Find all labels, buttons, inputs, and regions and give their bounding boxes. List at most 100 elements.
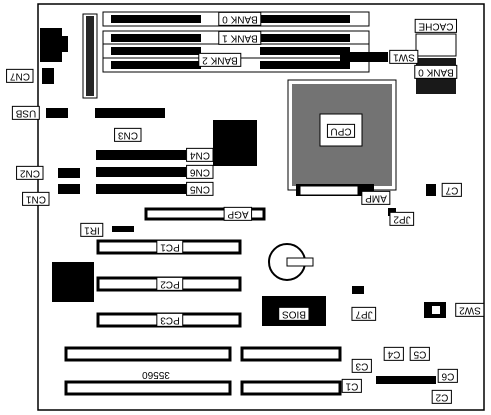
label-bank0_cache: BANK 0 bbox=[414, 64, 458, 79]
jp7-jumper bbox=[352, 286, 364, 294]
label-c3: C3 bbox=[351, 358, 372, 373]
label-text-cn4: CN4 bbox=[190, 149, 210, 160]
label-text-usb: USB bbox=[15, 107, 36, 118]
label-box-c2 bbox=[431, 389, 452, 404]
isa-slot-2 bbox=[240, 346, 342, 362]
label-usb: USB bbox=[11, 105, 40, 120]
label-text-bank2: BANK 2 bbox=[202, 54, 238, 65]
label-bank2: BANK 2 bbox=[198, 52, 242, 67]
label-text-cn2: CN2 bbox=[20, 167, 40, 178]
label-box-cn1 bbox=[22, 191, 50, 206]
sw2-knob bbox=[432, 306, 440, 314]
label-ir1: IR1 bbox=[80, 222, 104, 237]
label-text-cn1: CN1 bbox=[26, 193, 46, 204]
label-pc2: PC2 bbox=[156, 276, 184, 291]
label-c4: C4 bbox=[383, 346, 404, 361]
label-text-cache: CACHE bbox=[418, 20, 453, 31]
label-text-sw2: SW2 bbox=[459, 304, 481, 315]
label-box-cpu bbox=[326, 123, 356, 138]
label-text-c3: C3 bbox=[355, 360, 368, 371]
label-bios: BIOS bbox=[278, 306, 310, 321]
label-text-bank0_cache: BANK 0 bbox=[418, 66, 454, 77]
label-c7: C7 bbox=[441, 182, 462, 197]
label-c6: C6 bbox=[437, 368, 458, 383]
label-text-c5: C5 bbox=[413, 348, 426, 359]
label-text-amp: AMP bbox=[365, 192, 387, 203]
label-text-agp: AGP bbox=[227, 208, 248, 219]
cn6-header bbox=[96, 167, 186, 177]
label-box-jp7 bbox=[351, 306, 377, 321]
cn5-header bbox=[96, 184, 186, 194]
label-bank0: BANK 0 bbox=[218, 11, 262, 26]
c-headers bbox=[376, 376, 436, 384]
label-box-bank0 bbox=[218, 11, 262, 26]
agp-slot bbox=[144, 207, 266, 221]
usb-header bbox=[46, 108, 68, 118]
isa-slot-4 bbox=[240, 380, 342, 396]
label-jp7: JP7 bbox=[351, 306, 377, 321]
label-text-bank1: BANK 1 bbox=[222, 32, 258, 43]
keyboard-connector bbox=[40, 28, 62, 62]
label-text-pc1: PC1 bbox=[160, 241, 180, 252]
label-text-c2: C2 bbox=[435, 391, 448, 402]
label-text-cn7: CN7 bbox=[10, 70, 30, 81]
label-text-c1: C1 bbox=[345, 380, 358, 391]
figure-number: 35560 bbox=[142, 369, 170, 380]
label-box-usb bbox=[11, 105, 40, 120]
label-box-cn4 bbox=[186, 147, 214, 162]
label-box-c1 bbox=[341, 378, 362, 393]
label-jp2: JP2 bbox=[389, 211, 415, 226]
amp-body bbox=[299, 185, 359, 196]
c7-component bbox=[426, 184, 436, 196]
label-pc1: PC1 bbox=[156, 239, 184, 254]
label-box-c7 bbox=[441, 182, 462, 197]
ir1-header bbox=[112, 226, 134, 232]
label-text-bios: BIOS bbox=[282, 308, 306, 319]
super-io-chip bbox=[52, 262, 94, 302]
battery-clip bbox=[286, 257, 314, 267]
cn1-header bbox=[58, 184, 80, 194]
label-box-bios bbox=[278, 306, 310, 321]
label-box-amp bbox=[361, 190, 391, 205]
label-text-bank0: BANK 0 bbox=[222, 13, 258, 24]
label-text-jp7: JP7 bbox=[355, 308, 373, 319]
label-text-ir1: IR1 bbox=[84, 224, 100, 235]
label-box-c6 bbox=[437, 368, 458, 383]
label-cn1: CN1 bbox=[22, 191, 50, 206]
label-cn6: CN6 bbox=[186, 164, 214, 179]
label-box-bank0_cache bbox=[414, 64, 458, 79]
label-pc3: PC3 bbox=[156, 312, 184, 327]
isa-slot-3 bbox=[64, 380, 232, 396]
power-connector-pins bbox=[86, 16, 94, 96]
label-box-cn2 bbox=[16, 165, 44, 180]
cn3-header bbox=[95, 108, 165, 118]
label-box-sw1 bbox=[389, 49, 419, 64]
cn7-header bbox=[42, 68, 54, 84]
label-cache: CACHE bbox=[414, 18, 458, 33]
label-box-c5 bbox=[409, 346, 430, 361]
label-box-cn7 bbox=[6, 68, 34, 83]
label-box-cn5 bbox=[186, 181, 214, 196]
sw1-switch bbox=[340, 52, 388, 62]
label-c1: C1 bbox=[341, 378, 362, 393]
label-text-c7: C7 bbox=[445, 184, 458, 195]
label-cn3: CN3 bbox=[114, 127, 142, 142]
label-c2: C2 bbox=[431, 389, 452, 404]
label-text-sw1: SW1 bbox=[393, 51, 415, 62]
label-cn2: CN2 bbox=[16, 165, 44, 180]
keyboard-connector-tab bbox=[62, 36, 68, 52]
label-box-pc1 bbox=[156, 239, 184, 254]
label-box-bank1 bbox=[218, 30, 262, 45]
label-box-c3 bbox=[351, 358, 372, 373]
label-cpu: CPU bbox=[326, 123, 356, 138]
label-text-pc3: PC3 bbox=[160, 314, 180, 325]
label-text-cn3: CN3 bbox=[118, 129, 138, 140]
label-cn4: CN4 bbox=[186, 147, 214, 162]
label-cn5: CN5 bbox=[186, 181, 214, 196]
label-text-c4: C4 bbox=[387, 348, 400, 359]
label-box-jp2 bbox=[389, 211, 415, 226]
label-text-c6: C6 bbox=[441, 370, 454, 381]
label-box-cn3 bbox=[114, 127, 142, 142]
label-box-bank2 bbox=[198, 52, 242, 67]
